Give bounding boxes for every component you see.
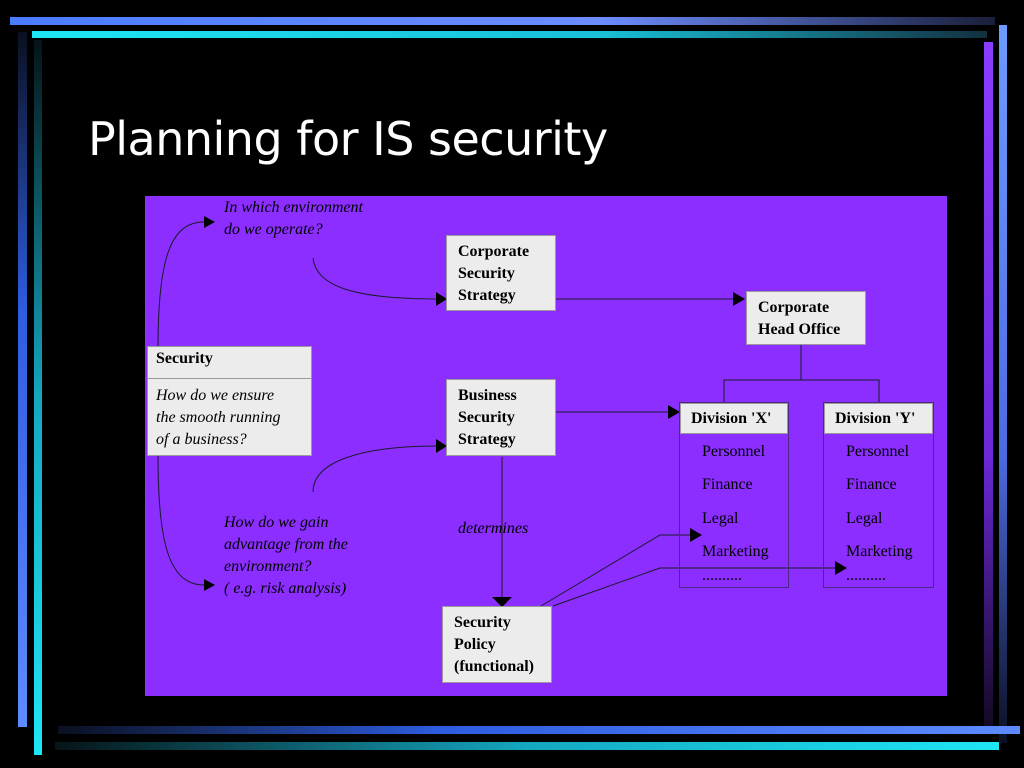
corporate-strategy-line: Security: [458, 265, 515, 282]
division-y-list: Personnel Finance Legal Marketing ......…: [846, 441, 913, 598]
question-environment: In which environment do we operate?: [224, 197, 363, 241]
frame-bar-left-blue: [18, 32, 27, 727]
business-strategy-line: Security: [458, 409, 515, 426]
division-x-item: ..........: [702, 566, 742, 584]
policy-line: Security: [454, 614, 511, 631]
security-box-line: of a business?: [156, 431, 247, 448]
frame-bar-right-blue: [999, 25, 1007, 743]
security-box-body: How do we ensure the smooth running of a…: [156, 385, 280, 451]
corporate-strategy-line: Corporate: [458, 243, 530, 260]
security-box: Security How do we ensure the smooth run…: [147, 346, 312, 456]
question-advantage: How do we gain advantage from the enviro…: [224, 512, 348, 600]
division-x-item: Personnel: [702, 443, 766, 460]
question-advantage-line: ( e.g. risk analysis): [224, 580, 347, 597]
security-box-heading: Security: [156, 350, 213, 367]
division-y-item: ..........: [846, 566, 886, 584]
frame-bar-bottom-cyan: [55, 742, 999, 750]
frame-bar-top-cyan: [32, 31, 987, 38]
corporate-head-office-box: Corporate Head Office: [746, 291, 866, 345]
slide-title: Planning for IS security: [88, 112, 608, 166]
security-box-divider: [148, 378, 311, 379]
question-environment-line: do we operate?: [224, 221, 323, 238]
question-environment-line: In which environment: [224, 199, 363, 216]
division-y-title: Division 'Y': [824, 403, 933, 434]
head-office-line: Head Office: [758, 321, 841, 338]
security-box-line: the smooth running: [156, 409, 281, 426]
frame-bar-bottom-blue: [58, 726, 1020, 734]
division-x-list: Personnel Finance Legal Marketing ......…: [702, 441, 769, 598]
division-x-title: Division 'X': [680, 403, 788, 434]
division-x-frame: [679, 402, 789, 588]
division-y-frame: [823, 402, 934, 588]
business-security-strategy-box: Business Security Strategy: [446, 379, 556, 456]
division-y-item: Personnel: [846, 443, 910, 460]
division-y-item: Legal: [846, 509, 883, 527]
question-advantage-line: advantage from the: [224, 536, 348, 553]
question-advantage-line: environment?: [224, 558, 312, 575]
corporate-security-strategy-box: Corporate Security Strategy: [446, 235, 556, 311]
determines-label: determines: [458, 520, 529, 537]
division-y-item: Marketing: [846, 542, 913, 560]
head-office-line: Corporate: [758, 299, 830, 316]
frame-bar-top-blue: [10, 17, 995, 25]
division-x-item: Legal: [702, 509, 739, 527]
business-strategy-line: Business: [458, 387, 517, 404]
security-policy-box: Security Policy (functional): [442, 606, 552, 683]
security-box-line: How do we ensure: [156, 387, 275, 404]
division-x-item: Finance: [702, 476, 753, 494]
question-advantage-line: How do we gain: [224, 514, 329, 531]
policy-line: Policy: [454, 636, 496, 653]
frame-bar-left-cyan: [34, 40, 42, 755]
division-x-item: Marketing: [702, 542, 769, 560]
division-y-item: Finance: [846, 476, 897, 494]
policy-line: (functional): [454, 658, 534, 675]
corporate-strategy-line: Strategy: [458, 287, 516, 304]
business-strategy-line: Strategy: [458, 431, 516, 448]
frame-bar-right-violet: [984, 42, 993, 732]
